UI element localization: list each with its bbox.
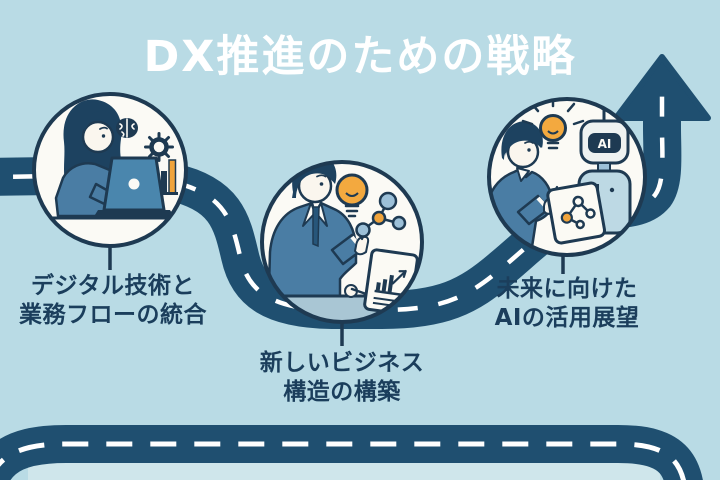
- lightbulb-icon: [335, 173, 369, 218]
- step3-circle-border: [487, 97, 647, 257]
- step1-circle-border: [32, 92, 188, 248]
- step1-label: デジタル技術と 業務フローの統合: [7, 272, 219, 330]
- robot-visor: [588, 133, 621, 153]
- step1-label-line2: 業務フローの統合: [19, 301, 207, 328]
- step1-illustration: [34, 99, 186, 220]
- gear-icon: [144, 132, 174, 162]
- laptop-icon: [34, 156, 186, 220]
- step2-label: 新しいビジネス 構造の構築: [236, 349, 448, 407]
- step1-label-line1: デジタル技術と: [30, 273, 196, 299]
- step3-label-line1: 未来に向けた: [496, 276, 638, 302]
- main-road-center-line: [0, 86, 665, 313]
- bottom-road: [0, 425, 703, 480]
- step3-circle: AI: [487, 97, 647, 257]
- bottom-road-center-line: [0, 441, 686, 480]
- step3-label-line2: AIの活用展望: [494, 304, 640, 331]
- network-nodes-icon: [355, 191, 407, 238]
- step2-circle-border: [260, 160, 424, 324]
- step1-circle: [32, 92, 188, 248]
- arrow-up-icon: [613, 54, 711, 121]
- brain-icon: [116, 118, 138, 138]
- tablet-network-icon: [546, 181, 607, 245]
- robot-face-label: AI: [598, 137, 612, 151]
- page-title: DX推進のための戦略: [143, 32, 577, 82]
- step3-label: 未来に向けた AIの活用展望: [461, 275, 673, 333]
- step2-label-line2: 構造の構築: [283, 378, 401, 405]
- step2-label-line1: 新しいビジネス: [259, 350, 425, 376]
- bottom-background-strip: [28, 460, 660, 480]
